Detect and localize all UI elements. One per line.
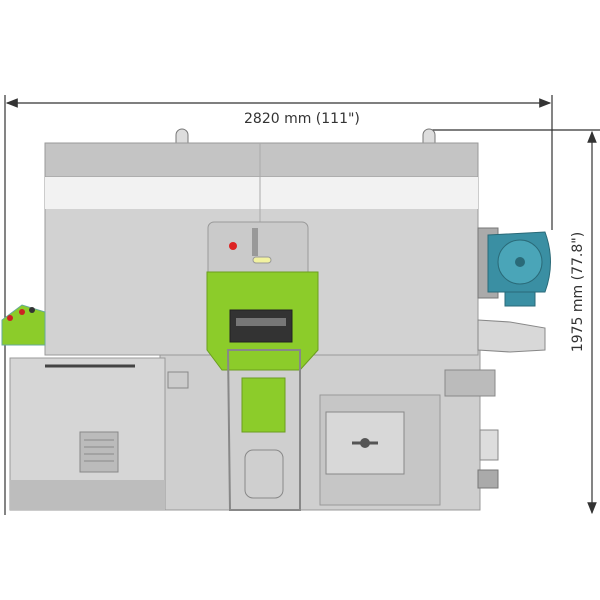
outlet-cone bbox=[477, 319, 546, 353]
height-dimension-label: 1975 mm (77.8") bbox=[570, 231, 586, 353]
white-band bbox=[45, 177, 478, 209]
width-dimension-label: 2820 mm (111") bbox=[244, 111, 360, 127]
vent-grille bbox=[79, 431, 119, 473]
left-control-box bbox=[1, 304, 46, 346]
width-dimension bbox=[4, 95, 553, 515]
height-dimension bbox=[428, 129, 600, 515]
lifting-eyes bbox=[175, 128, 436, 144]
stop-button bbox=[229, 242, 237, 250]
right-cylinder bbox=[444, 369, 496, 397]
discharge-chute bbox=[226, 349, 301, 511]
